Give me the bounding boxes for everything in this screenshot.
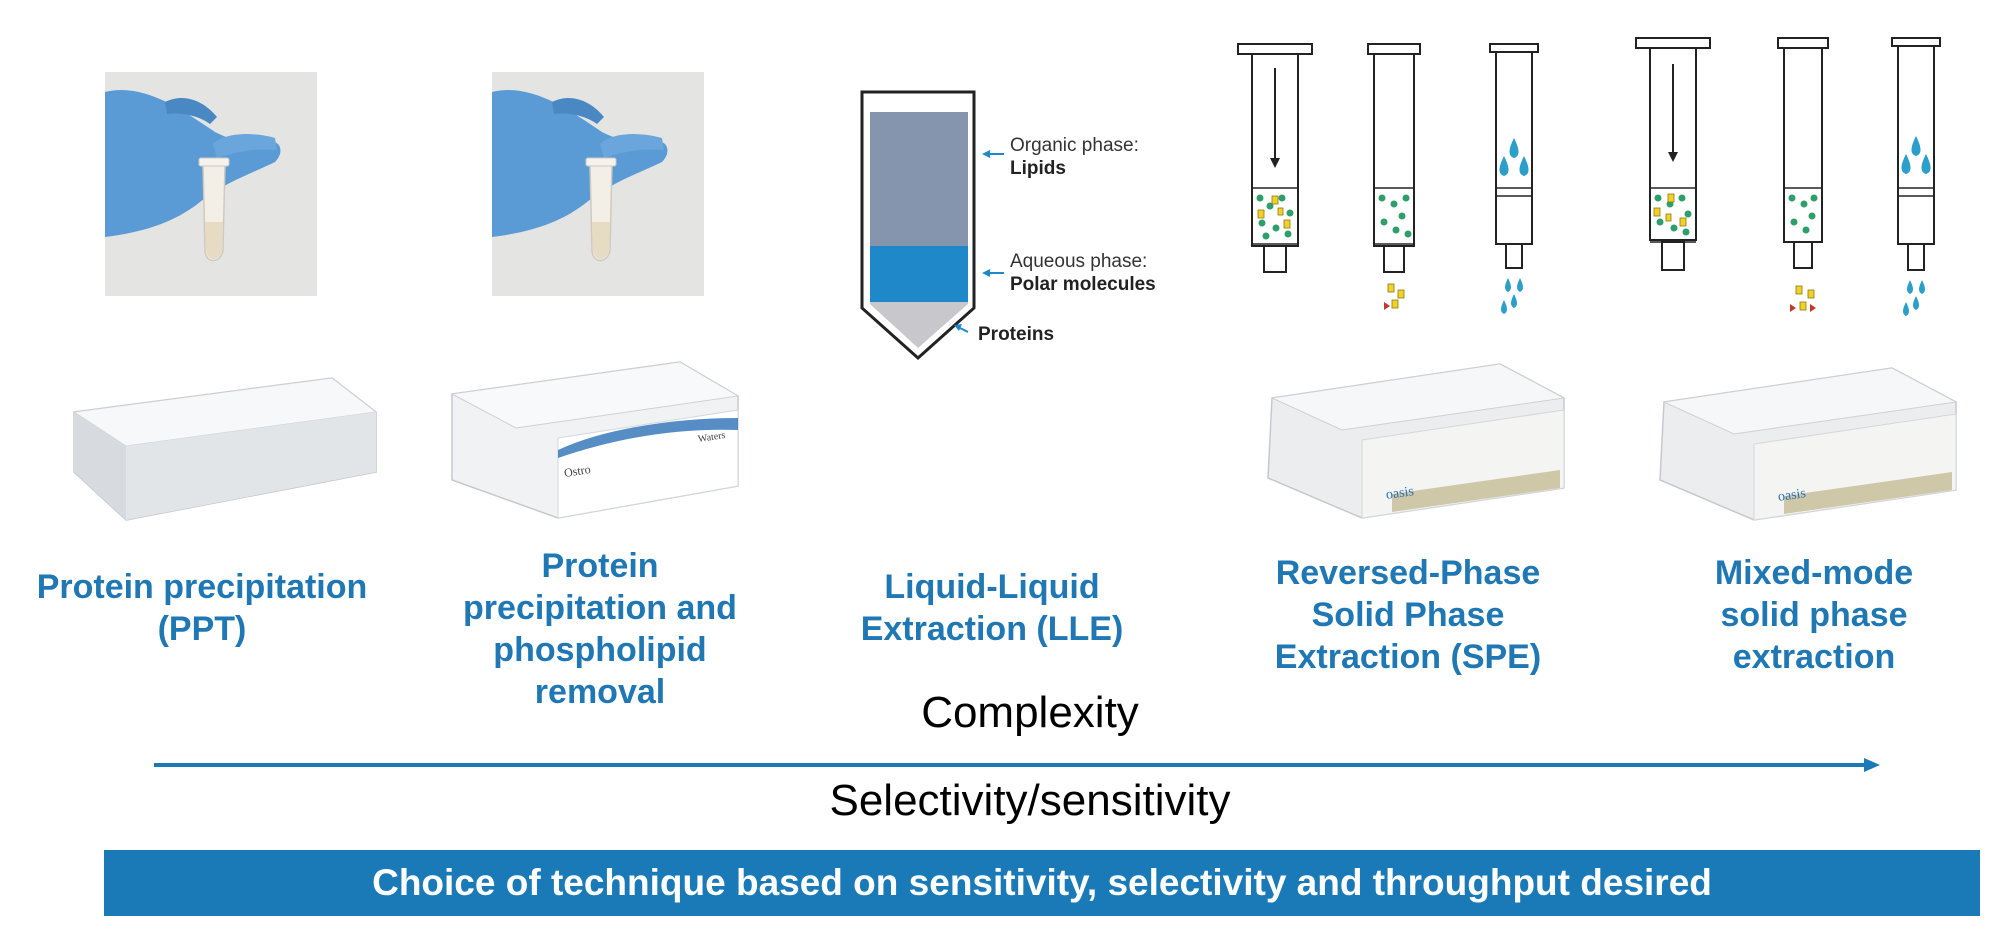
mm-elute-cartridge — [1891, 37, 1941, 316]
label-ppt: Protein precipitation (PPT) — [36, 568, 368, 648]
aqueous-phase-label: Aqueous phase: Polar molecules — [1010, 250, 1156, 296]
organic-phase-label: Organic phase: Lipids — [1010, 134, 1139, 180]
selectivity-label: Selectivity/sensitivity — [829, 776, 1231, 825]
ostro-plate: Ostro Waters — [446, 358, 742, 520]
rp-spe-cartridges — [1232, 38, 1582, 338]
ppt-tube-photo — [105, 72, 317, 296]
label-lle: Liquid-Liquid Extraction (LLE) — [860, 568, 1124, 648]
wash-cartridge — [1367, 43, 1421, 310]
complexity-label: Complexity — [921, 688, 1139, 737]
elute-cartridge — [1489, 43, 1539, 314]
mm-wash-cartridge — [1777, 37, 1829, 312]
label-rp-spe: Reversed-Phase Solid Phase Extraction (S… — [1274, 554, 1542, 676]
lle-diagram — [856, 88, 1166, 361]
label-ppt-phospholipid: Protein precipitation and phospholipid r… — [463, 547, 737, 711]
summary-banner-text: Choice of technique based on sensitivity… — [372, 862, 1712, 903]
mm-spe-plate: oasis — [1654, 362, 1960, 522]
aqueous-phase-value: Polar molecules — [1010, 274, 1156, 295]
aqueous-phase-title: Aqueous phase: — [1010, 251, 1148, 272]
organic-phase-value: Lipids — [1010, 158, 1066, 179]
proteins-label: Proteins — [978, 324, 1055, 345]
ppt-plate — [66, 372, 382, 522]
complexity-arrow — [154, 754, 1882, 776]
rp-spe-plate: oasis — [1262, 358, 1568, 520]
mm-spe-cartridges — [1630, 32, 1980, 342]
summary-banner: Choice of technique based on sensitivity… — [104, 850, 1980, 916]
ppt-pl-tube-photo — [492, 72, 704, 296]
mm-load-cartridge — [1635, 37, 1711, 271]
organic-phase-title: Organic phase: — [1010, 135, 1139, 156]
load-cartridge — [1237, 43, 1313, 273]
label-mm-spe: Mixed-mode solid phase extraction — [1714, 554, 1914, 676]
